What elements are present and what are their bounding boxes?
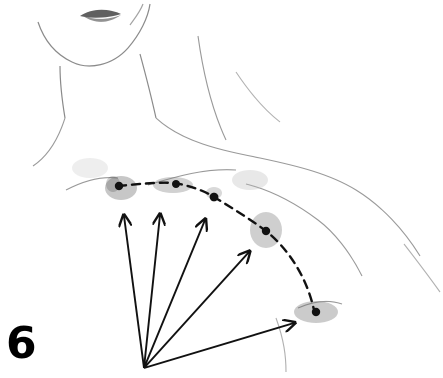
mouth-icon — [80, 10, 121, 22]
neck-shoulder-outline — [33, 36, 440, 372]
point-marker-icon — [115, 182, 123, 190]
arrow-icon — [144, 323, 294, 368]
arrow-icon — [124, 216, 144, 368]
arrow-icon — [144, 252, 249, 368]
shading — [72, 158, 338, 323]
point-marker-icon — [262, 227, 270, 235]
point-marker-icon — [210, 193, 219, 202]
point-marker-icon — [312, 308, 320, 316]
arrow-icon — [144, 220, 205, 368]
point-marker-icon — [172, 180, 180, 188]
dashed-path — [118, 183, 314, 310]
arrow-icon — [144, 215, 160, 368]
step-number: 6 — [6, 322, 37, 366]
